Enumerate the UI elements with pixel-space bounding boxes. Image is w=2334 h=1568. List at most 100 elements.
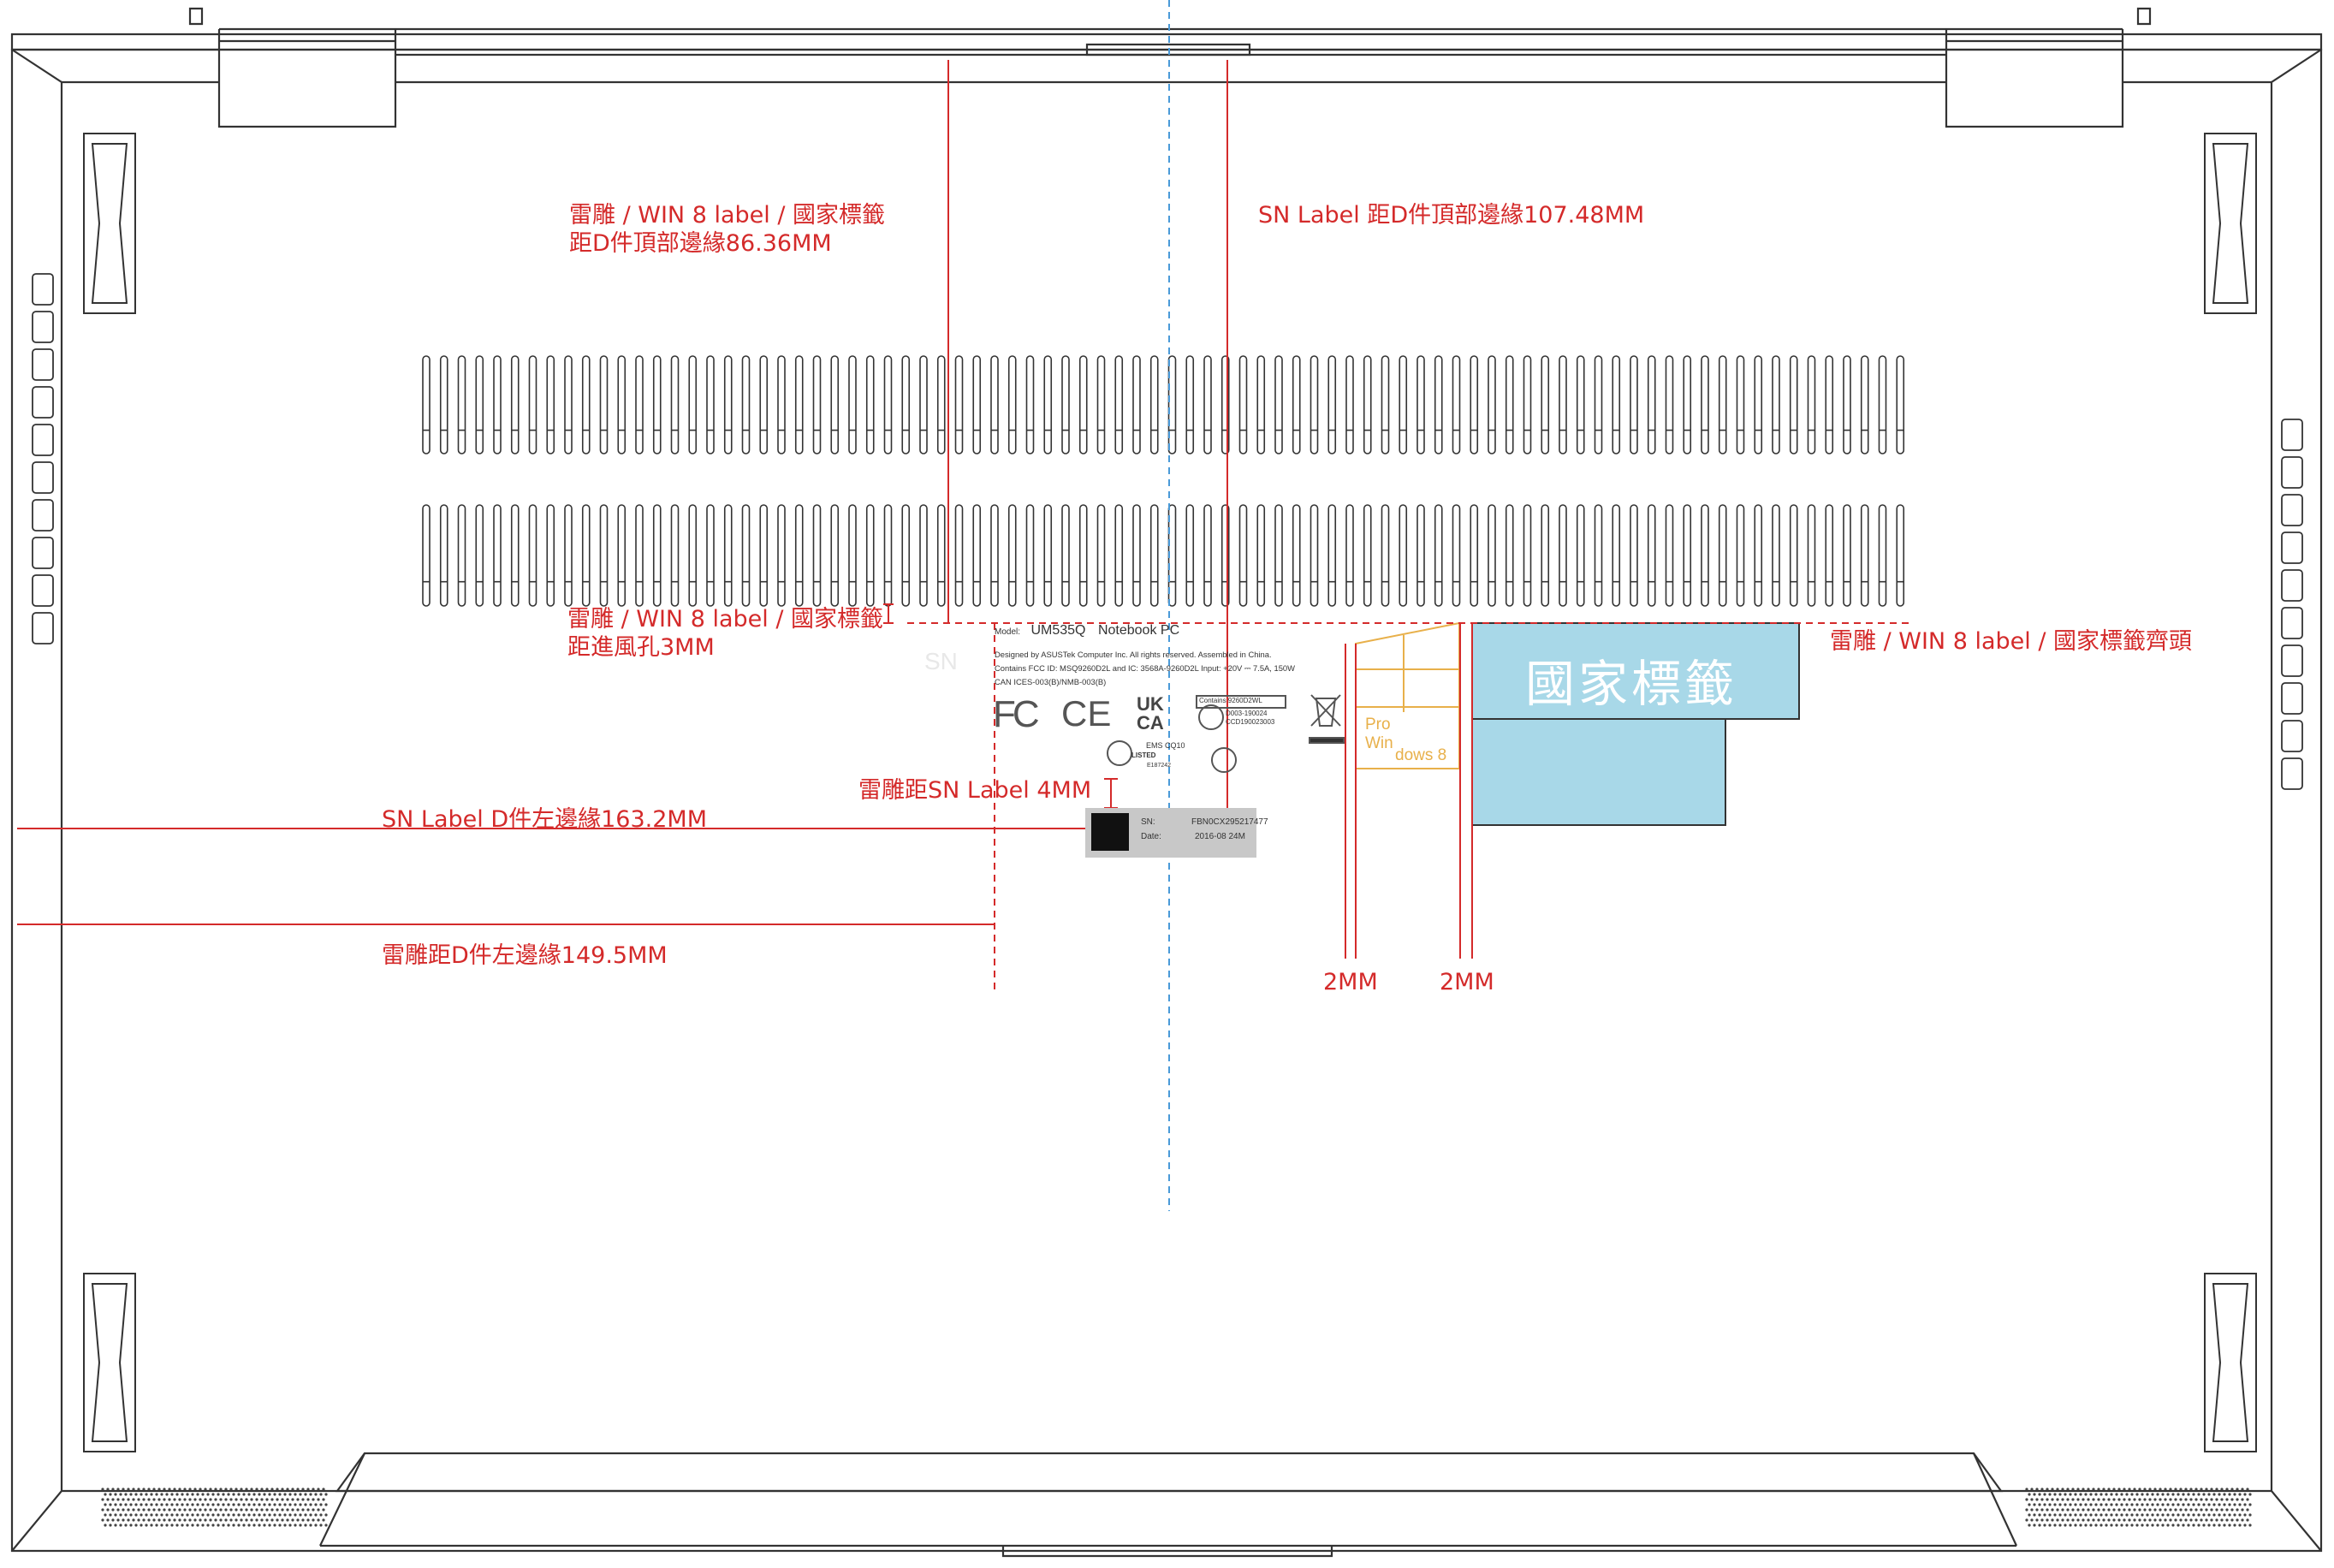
speaker-hole xyxy=(2161,1503,2165,1506)
speaker-hole xyxy=(2133,1498,2136,1501)
speaker-hole xyxy=(288,1513,292,1517)
speaker-hole xyxy=(152,1488,156,1491)
vent-slot xyxy=(564,504,573,607)
vent-slot xyxy=(848,504,857,607)
speaker-hole xyxy=(152,1518,156,1522)
speaker-hole xyxy=(2177,1493,2180,1496)
speaker-hole xyxy=(2033,1523,2036,1527)
speaker-hole xyxy=(273,1523,276,1527)
speaker-hole xyxy=(235,1518,238,1522)
speaker-hole xyxy=(2038,1493,2041,1496)
speaker-hole xyxy=(2141,1503,2144,1506)
ce-mark: CE xyxy=(1061,693,1112,734)
speaker-hole xyxy=(296,1508,300,1512)
speaker-hole xyxy=(2082,1488,2085,1491)
speaker-hole xyxy=(206,1523,210,1527)
speaker-hole xyxy=(312,1518,315,1522)
speaker-hole xyxy=(2089,1523,2093,1527)
annotation-engrave-vent-line2: 距進風孔3MM xyxy=(567,634,715,661)
speaker-hole xyxy=(288,1503,292,1506)
speaker-hole xyxy=(2092,1488,2095,1491)
speaker-hole xyxy=(2076,1498,2080,1501)
vent-slot xyxy=(1612,355,1621,454)
speaker-hole xyxy=(232,1503,235,1506)
speaker-hole xyxy=(188,1488,192,1491)
speaker-hole xyxy=(235,1498,238,1501)
vent-slot xyxy=(812,355,822,454)
speaker-hole xyxy=(301,1508,305,1512)
vent-slot xyxy=(1345,355,1354,454)
speaker-hole xyxy=(2153,1498,2157,1501)
speaker-hole xyxy=(273,1513,276,1517)
speaker-hole xyxy=(2066,1518,2070,1522)
vent-slot xyxy=(1825,355,1834,454)
speaker-hole xyxy=(2110,1513,2113,1517)
vent-slot xyxy=(581,355,591,454)
vent-slot xyxy=(1559,355,1567,454)
speaker-hole xyxy=(140,1493,143,1496)
speaker-hole xyxy=(222,1513,225,1517)
speaker-hole xyxy=(101,1488,104,1491)
vent-slot xyxy=(1789,504,1798,607)
speaker-hole xyxy=(173,1508,176,1512)
speaker-hole xyxy=(258,1513,261,1517)
speaker-hole xyxy=(258,1503,261,1506)
speaker-hole xyxy=(116,1488,120,1491)
speaker-hole xyxy=(150,1523,153,1527)
hinge-block-right xyxy=(1945,29,2124,128)
speaker-hole xyxy=(270,1498,274,1501)
speaker-hole xyxy=(150,1493,153,1496)
speaker-hole xyxy=(2033,1493,2036,1496)
speaker-hole xyxy=(283,1503,287,1506)
rating-line3: CAN ICES-003(B)/NMB-003(B) xyxy=(995,677,1107,686)
speaker-hole xyxy=(119,1493,122,1496)
speaker-hole xyxy=(222,1523,225,1527)
speaker-hole xyxy=(2246,1518,2249,1522)
vent-slot xyxy=(1363,504,1372,607)
speaker-hole xyxy=(222,1503,225,1506)
vent-slot xyxy=(865,355,875,454)
speaker-hole xyxy=(263,1513,266,1517)
speaker-hole xyxy=(2094,1523,2098,1527)
speaker-hole xyxy=(2156,1493,2159,1496)
speaker-hole xyxy=(2028,1513,2031,1517)
vent-slot xyxy=(1860,355,1869,454)
rubber-foot xyxy=(83,1273,136,1452)
vent-slot xyxy=(1665,355,1674,454)
speaker-hole xyxy=(2099,1523,2103,1527)
speaker-hole xyxy=(276,1508,279,1512)
speaker-hole xyxy=(188,1508,192,1512)
speaker-hole xyxy=(2238,1513,2242,1517)
vent-slot xyxy=(901,355,911,454)
speaker-hole xyxy=(2097,1518,2100,1522)
vent-slot xyxy=(599,355,609,454)
speaker-hole xyxy=(312,1508,315,1512)
speaker-hole xyxy=(255,1498,258,1501)
speaker-hole xyxy=(2179,1488,2183,1491)
speaker-hole xyxy=(2040,1518,2044,1522)
speaker-hole xyxy=(204,1498,207,1501)
speaker-hole xyxy=(273,1493,276,1496)
weee-bin-icon xyxy=(1310,694,1341,727)
rubber-foot-inner xyxy=(2212,143,2249,304)
speaker-hole xyxy=(2194,1518,2198,1522)
speaker-hole xyxy=(2099,1503,2103,1506)
speaker-hole xyxy=(2138,1498,2141,1501)
annotation-sn-top: SN Label 距D件頂部邊緣107.48MM xyxy=(1258,202,1645,229)
speaker-hole xyxy=(227,1523,230,1527)
speaker-hole xyxy=(181,1503,184,1506)
speaker-hole xyxy=(2151,1493,2154,1496)
speaker-hole xyxy=(186,1503,189,1506)
speaker-hole xyxy=(2128,1498,2131,1501)
vent-slot xyxy=(990,504,999,607)
speaker-hole xyxy=(2233,1523,2236,1527)
vent-slot xyxy=(528,504,537,607)
speaker-hole xyxy=(147,1488,151,1491)
speaker-hole xyxy=(2241,1498,2244,1501)
speaker-hole xyxy=(2038,1523,2041,1527)
vent-slot xyxy=(635,504,644,607)
speaker-hole xyxy=(2048,1503,2052,1506)
ul-listed-text: LISTED xyxy=(1131,751,1156,759)
speaker-hole xyxy=(250,1488,253,1491)
speaker-hole xyxy=(2128,1488,2131,1491)
